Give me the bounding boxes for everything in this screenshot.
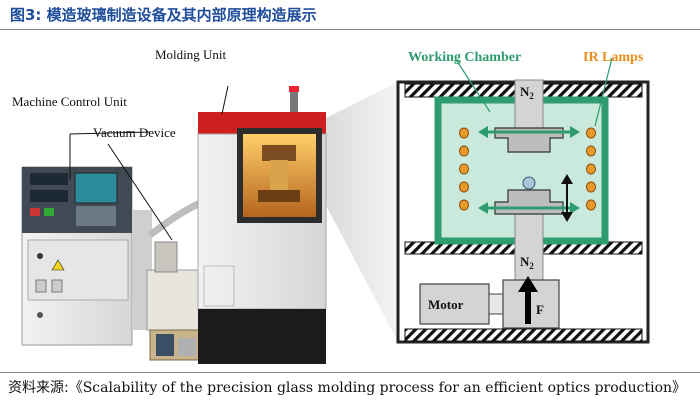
vacuum-device-label: Vacuum Device xyxy=(93,125,176,140)
figure-label: 图3: xyxy=(10,6,41,24)
motor-coupling xyxy=(489,294,503,314)
molding-unit xyxy=(198,86,326,364)
source-title: 《Scalability of the precision glass mold… xyxy=(69,380,686,396)
working-chamber-label: Working Chamber xyxy=(408,50,521,65)
figure-title-text: 模造玻璃制造设备及其内部原理构造展示 xyxy=(47,6,317,24)
glass-preform xyxy=(523,177,535,189)
ir-lamps-label: IR Lamps xyxy=(583,50,644,65)
zoom-connector xyxy=(318,82,398,342)
footer-rule xyxy=(0,372,700,373)
motor-label: Motor xyxy=(428,297,464,312)
machine-control-unit-label: Machine Control Unit xyxy=(12,94,127,109)
control-unit-cabinet xyxy=(22,167,132,345)
molding-unit-label: Molding Unit xyxy=(155,47,227,62)
figure-header: 图3: 模造玻璃制造设备及其内部原理构造展示 xyxy=(0,0,700,30)
source-note: 资料来源:《Scalability of the precision glass… xyxy=(8,377,686,397)
source-prefix: 资料来源: xyxy=(8,380,69,396)
figure-illustration: Molding Unit Machine Control Unit Vacuum… xyxy=(0,30,700,372)
figure-title: 图3: 模造玻璃制造设备及其内部原理构造展示 xyxy=(10,4,317,25)
bottom-plate xyxy=(405,329,642,341)
force-label: F xyxy=(536,302,544,317)
machine-photo xyxy=(22,82,398,364)
